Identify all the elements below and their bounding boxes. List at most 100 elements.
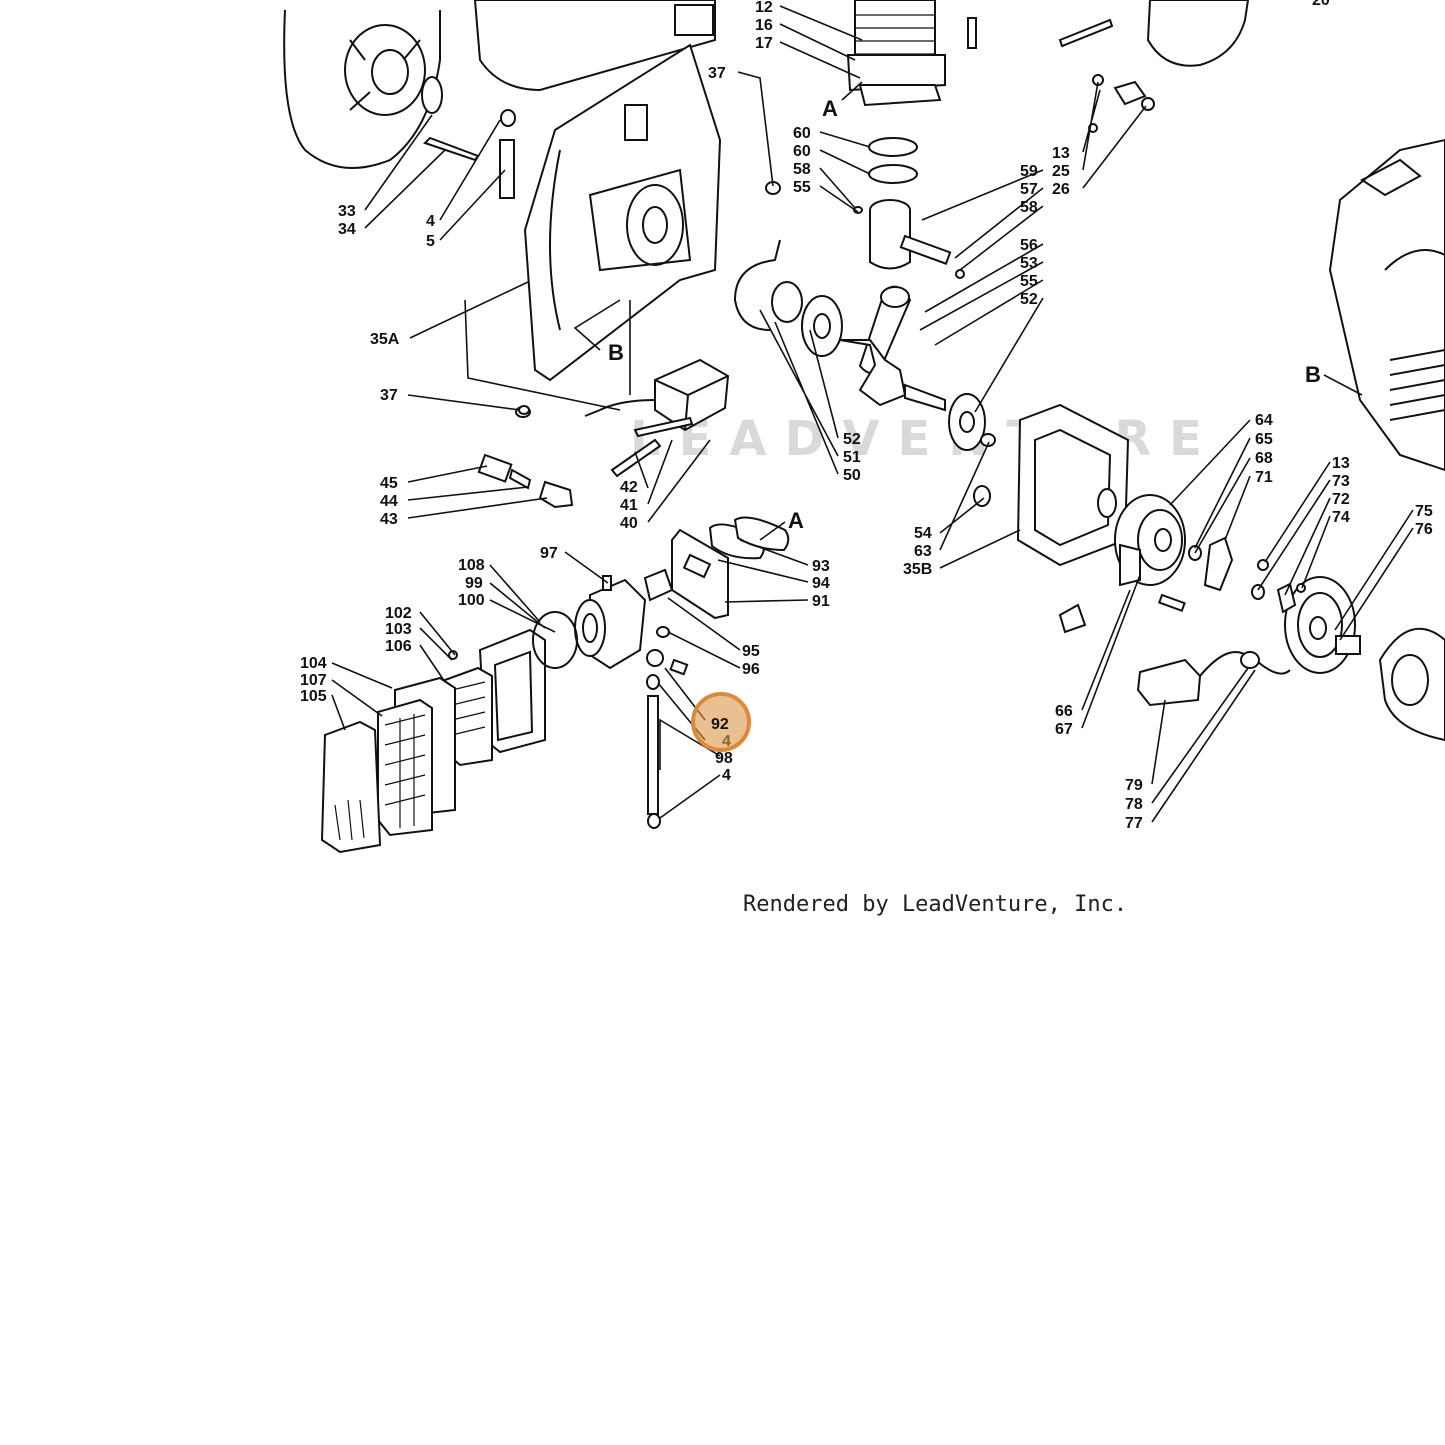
- part-label-74: 74: [1332, 509, 1350, 526]
- part-label-99: 99: [465, 575, 483, 592]
- part-label-104: 104: [300, 655, 327, 672]
- part-label-107: 107: [300, 672, 327, 689]
- part-label-12: 12: [755, 0, 773, 16]
- carburetor-part: [574, 568, 689, 676]
- part-label-37a: 37: [708, 65, 726, 82]
- part-label-94: 94: [812, 575, 830, 592]
- part-label-43: 43: [380, 511, 398, 528]
- part-label-50: 50: [843, 467, 861, 484]
- leader-lines: [331, 5, 1414, 823]
- part-label-41: 41: [620, 497, 638, 514]
- part-label-78: 78: [1125, 796, 1143, 813]
- part-label-72: 72: [1332, 491, 1350, 508]
- intake-gaskets-part: [671, 516, 790, 620]
- cylinder-part: [846, 0, 977, 107]
- part-label-55b: 55: [1020, 273, 1038, 290]
- part-label-79: 79: [1125, 777, 1143, 794]
- crankcase-top-part: [473, 0, 716, 92]
- part-label-13b: 13: [1332, 455, 1350, 472]
- part-label-96: 96: [742, 661, 760, 678]
- part-label-4c: 4: [722, 767, 731, 784]
- part-label-52a: 52: [843, 431, 861, 448]
- starter-handle-part: [1136, 651, 1291, 707]
- part-label-42: 42: [620, 479, 638, 496]
- part-label-75: 75: [1415, 503, 1433, 520]
- part-label-95: 95: [742, 643, 760, 660]
- part-label-16: 16: [755, 17, 773, 34]
- part-label-102: 102: [385, 605, 412, 622]
- part-label-97: 97: [540, 545, 558, 562]
- part-label-17: 17: [755, 35, 773, 52]
- part-label-5: 5: [426, 233, 435, 250]
- fuel-pipe-part: [646, 674, 661, 829]
- part-label-91: 91: [812, 593, 830, 610]
- part-label-71: 71: [1255, 469, 1273, 486]
- part-label-67: 67: [1055, 721, 1073, 738]
- part-label-68: 68: [1255, 450, 1273, 467]
- part-label-77: 77: [1125, 815, 1143, 832]
- part-label-108: 108: [458, 557, 485, 574]
- part-label-4a: 4: [426, 213, 435, 230]
- fastener-parts: [518, 18, 1155, 415]
- part-label-25: 25: [1052, 163, 1070, 180]
- part-label-66: 66: [1055, 703, 1073, 720]
- part-label-35B: 35B: [903, 561, 932, 578]
- part-label-37b: 37: [380, 387, 398, 404]
- part-label-33: 33: [338, 203, 356, 220]
- spacer-tube-part: [423, 109, 516, 199]
- part-label-105: 105: [300, 688, 327, 705]
- part-label-103: 103: [385, 621, 412, 638]
- drum-part: [1058, 494, 1234, 634]
- part-label-20: 20: [1312, 0, 1330, 9]
- spark-plug-part: [477, 453, 574, 509]
- part-label-44: 44: [380, 493, 398, 510]
- part-label-63: 63: [914, 543, 932, 560]
- part-label-59: 59: [1020, 163, 1038, 180]
- part-label-58a: 58: [793, 161, 811, 178]
- clip-ring-part: [733, 239, 803, 331]
- part-label-A-bottom: A: [788, 508, 804, 533]
- part-label-100: 100: [458, 592, 485, 609]
- part-label-53: 53: [1020, 255, 1038, 272]
- fan-housing-part: [523, 43, 722, 382]
- part-label-58b: 58: [1020, 199, 1038, 216]
- part-label-93: 93: [812, 558, 830, 575]
- part-label-B-right: B: [1305, 362, 1321, 387]
- part-label-56: 56: [1020, 237, 1038, 254]
- part-label-A-top: A: [822, 96, 838, 121]
- part-label-34: 34: [338, 221, 356, 238]
- part-label-52b: 52: [1020, 291, 1038, 308]
- crankcase-half-part: [973, 403, 1130, 567]
- hotspot-92[interactable]: 92: [691, 692, 751, 752]
- part-label-13a: 13: [1052, 145, 1070, 162]
- part-label-60b: 60: [793, 143, 811, 160]
- part-label-B-left: B: [608, 340, 624, 365]
- air-filter-part: [320, 611, 578, 854]
- part-labels: 12 16 17 A 60 60 58 55 59 57 58 56 53 55…: [300, 0, 1433, 832]
- part-label-106: 106: [385, 638, 412, 655]
- part-label-98: 98: [715, 750, 733, 767]
- credit-text: Rendered by LeadVenture, Inc.: [743, 892, 1127, 917]
- starter-part: [1251, 559, 1445, 742]
- engine-housing-part: [1113, 0, 1445, 472]
- part-label-54: 54: [914, 525, 932, 542]
- part-label-26: 26: [1052, 181, 1070, 198]
- part-label-35A: 35A: [370, 331, 400, 348]
- part-label-45: 45: [380, 475, 398, 492]
- part-label-64: 64: [1255, 412, 1273, 429]
- part-label-65: 65: [1255, 431, 1273, 448]
- part-label-60a: 60: [793, 125, 811, 142]
- piston-part: [853, 137, 952, 270]
- part-label-57: 57: [1020, 181, 1038, 198]
- flywheel-part: [283, 9, 443, 169]
- watermark-text: LEADVENTURE: [630, 411, 1220, 467]
- hotspot-92-label[interactable]: 92: [711, 716, 729, 733]
- crankshaft-part: [801, 285, 986, 451]
- part-label-40: 40: [620, 515, 638, 532]
- part-label-76: 76: [1415, 521, 1433, 538]
- part-label-55a: 55: [793, 179, 811, 196]
- hotspot-92-marker[interactable]: [691, 692, 751, 752]
- part-label-73: 73: [1332, 473, 1350, 490]
- part-label-51: 51: [843, 449, 861, 466]
